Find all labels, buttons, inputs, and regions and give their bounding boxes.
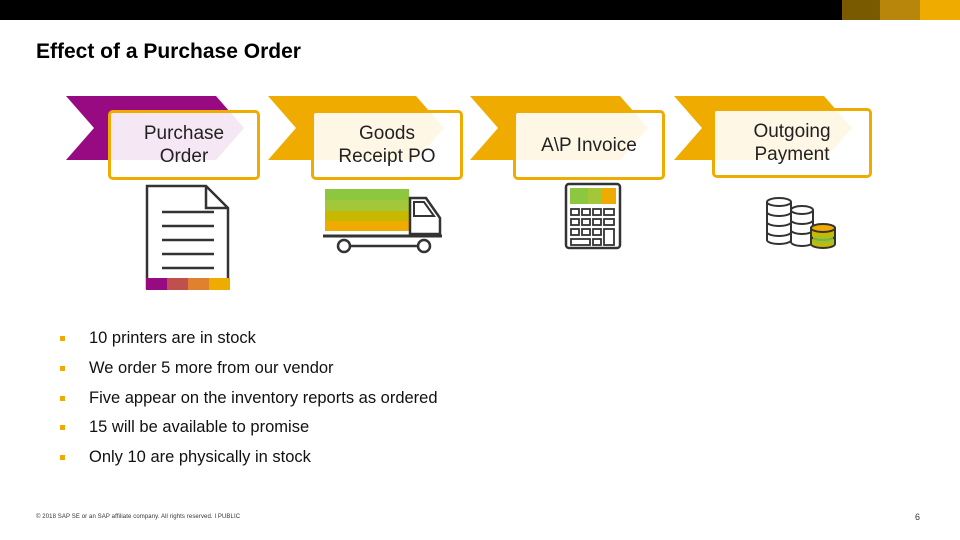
top-bar	[0, 0, 960, 20]
step-label: Purchase Order	[143, 123, 225, 167]
bullet-marker	[60, 425, 65, 431]
bullet-marker	[60, 336, 65, 341]
delivery-truck-icon	[323, 189, 442, 254]
bullet-text: 15 will be available to promise	[89, 418, 310, 437]
step-goods-receipt-po: Goods Receipt PO	[311, 110, 463, 180]
bullet-item: Only 10 are physically in stock	[58, 445, 438, 475]
step-label: A\P Invoice	[541, 134, 637, 156]
brand-swatch-mid	[880, 0, 920, 20]
bullet-text: Only 10 are physically in stock	[89, 448, 311, 467]
step-outgoing-payment: Outgoing Payment	[712, 108, 872, 178]
bullet-marker	[60, 395, 65, 401]
copyright-footer: © 2018 SAP SE or an SAP affiliate compan…	[36, 514, 241, 520]
bullet-text: Five appear on the inventory reports as …	[89, 388, 438, 407]
coins-icon	[766, 197, 836, 249]
document-icon	[145, 184, 230, 290]
step-ap-invoice: A\P Invoice	[513, 110, 665, 180]
page-number: 6	[914, 512, 920, 522]
slide-title: Effect of a Purchase Order	[36, 40, 301, 63]
brand-swatch-dark	[842, 0, 880, 20]
bullet-list: 10 printers are in stock We order 5 more…	[58, 326, 438, 475]
bullet-item: We order 5 more from our vendor	[58, 356, 438, 386]
step-label: Outgoing Payment	[753, 121, 831, 165]
bullet-text: We order 5 more from our vendor	[89, 358, 334, 377]
bullet-item: 15 will be available to promise	[58, 415, 438, 445]
bullet-marker	[60, 365, 65, 371]
step-label: Goods Receipt PO	[338, 123, 436, 167]
brand-swatch-light	[920, 0, 960, 20]
bullet-marker	[60, 455, 65, 461]
bullet-item: 10 printers are in stock	[58, 326, 438, 356]
bullet-item: Five appear on the inventory reports as …	[58, 386, 438, 416]
bullet-text: 10 printers are in stock	[89, 329, 256, 347]
calculator-icon	[564, 182, 622, 250]
step-purchase-order: Purchase Order	[108, 110, 260, 180]
